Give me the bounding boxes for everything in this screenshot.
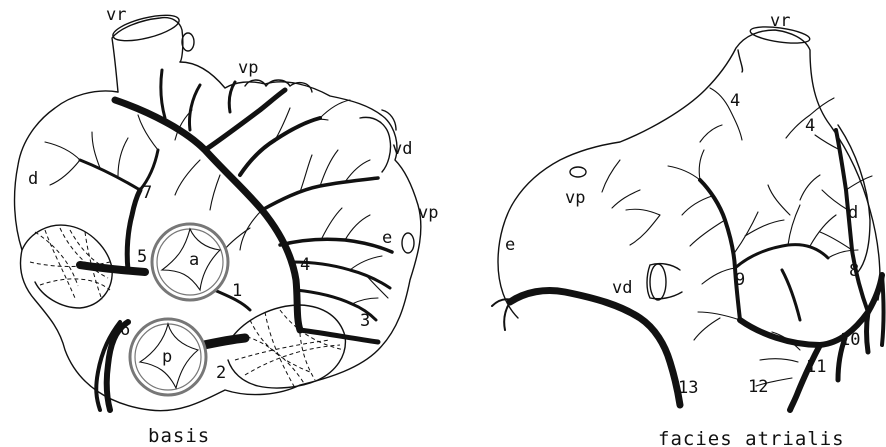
label-basis-a: a	[189, 250, 199, 270]
label-atrialis-9: 9	[735, 270, 745, 290]
label-basis-5: 5	[137, 247, 147, 267]
label-basis-vd: vd	[392, 139, 412, 159]
label-atrialis-d: d	[848, 203, 858, 223]
atrialis-heart-outline	[498, 30, 880, 318]
label-atrialis-12: 12	[748, 377, 768, 397]
label-basis-1: 1	[232, 281, 242, 301]
basis-view: vr vp vd vp d e 7 5 a 1 4 6 p 2 3 basis	[15, 5, 439, 447]
label-basis-d: d	[28, 169, 38, 189]
label-basis-p: p	[162, 347, 172, 367]
label-basis-6: 6	[120, 320, 130, 340]
caption-facies-atrialis: facies atrialis	[658, 428, 845, 447]
label-basis-2: 2	[216, 363, 226, 383]
label-basis-e: e	[382, 228, 392, 248]
facies-atrialis-view: vr 4 4 vp d e vd 9 8 10 11 12 13 facies …	[492, 11, 884, 447]
label-atrialis-8: 8	[849, 261, 859, 281]
label-basis-7: 7	[142, 183, 152, 203]
label-atrialis-4a: 4	[730, 91, 740, 111]
label-atrialis-11: 11	[806, 357, 826, 377]
label-basis-vr: vr	[106, 5, 126, 25]
label-atrialis-13: 13	[678, 378, 698, 398]
caption-basis: basis	[148, 425, 210, 447]
label-basis-vp-top: vp	[238, 58, 258, 78]
label-basis-vp-right: vp	[418, 203, 438, 223]
label-atrialis-vd: vd	[612, 278, 632, 298]
label-atrialis-vr: vr	[770, 11, 790, 31]
label-basis-3: 3	[360, 311, 370, 331]
label-atrialis-e: e	[505, 235, 515, 255]
label-basis-4: 4	[300, 255, 310, 275]
label-atrialis-4b: 4	[805, 116, 815, 136]
label-atrialis-vp: vp	[565, 188, 585, 208]
label-atrialis-10: 10	[840, 330, 860, 350]
